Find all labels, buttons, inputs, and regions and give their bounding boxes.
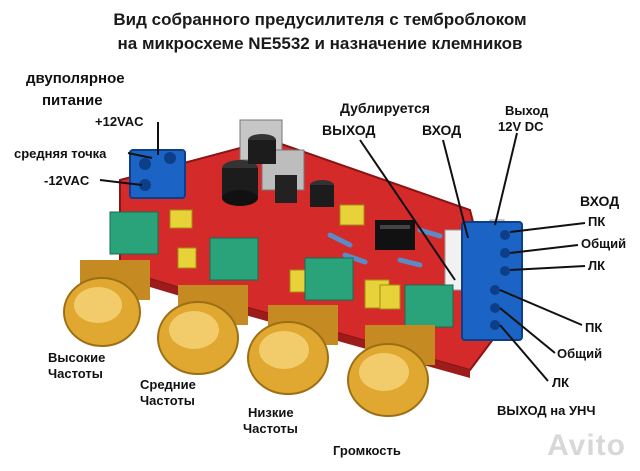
knob-mid-label-1: Средние	[140, 377, 196, 392]
input-lk-label: ЛК	[588, 258, 606, 273]
mid-point-label: средняя точка	[14, 146, 107, 161]
electrolytic-capacitor	[222, 160, 258, 206]
pointer-lines	[99, 122, 586, 382]
knob-high	[63, 211, 159, 347]
ne5532-chip	[375, 220, 415, 250]
right-input-heading: ВХОД	[580, 193, 620, 209]
knob-high-label-1: Высокие	[48, 350, 106, 365]
output-pk-label: ПК	[585, 320, 603, 335]
title-line-2: на микросхеме NE5532 и назначение клемни…	[117, 34, 523, 53]
electrolytic-capacitor	[248, 134, 276, 164]
knob-volume	[347, 284, 454, 417]
knob-low	[247, 257, 354, 395]
out-12v-label-1: Выход	[505, 103, 549, 118]
top-output-label: ВЫХОД	[322, 122, 376, 138]
title-line-1: Вид собранного предусилителя с тембробло…	[113, 10, 527, 29]
knob-low-label-1: Низкие	[248, 405, 294, 420]
output-common-label: Общий	[557, 346, 603, 361]
knob-mid	[157, 237, 259, 375]
input-pk-label: ПК	[588, 214, 606, 229]
film-capacitor	[169, 204, 401, 310]
input-common-label: Общий	[581, 236, 627, 251]
output-lk-label: ЛК	[552, 375, 570, 390]
power-terminal-block	[129, 149, 186, 199]
power-heading-1: двуполярное	[26, 70, 125, 87]
duplicated-label: Дублируется	[340, 100, 430, 116]
power-heading-2: питание	[42, 92, 103, 109]
knob-low-label-2: Частоты	[243, 421, 298, 436]
knob-mid-label-2: Частоты	[140, 393, 195, 408]
avito-watermark: Avito	[547, 429, 626, 462]
top-input-label: ВХОД	[422, 122, 462, 138]
output-amp-heading: ВЫХОД на УНЧ	[497, 403, 596, 418]
minus-12vac-label: -12VAC	[44, 173, 90, 188]
knob-volume-label: Громкость	[333, 443, 401, 458]
knob-high-label-2: Частоты	[48, 366, 103, 381]
electrolytic-capacitor	[310, 180, 334, 207]
io-terminal-block	[461, 221, 523, 341]
plus-12vac-label: +12VAC	[95, 114, 144, 129]
out-12v-label-2: 12V DC	[498, 119, 544, 134]
resistors	[327, 227, 443, 268]
